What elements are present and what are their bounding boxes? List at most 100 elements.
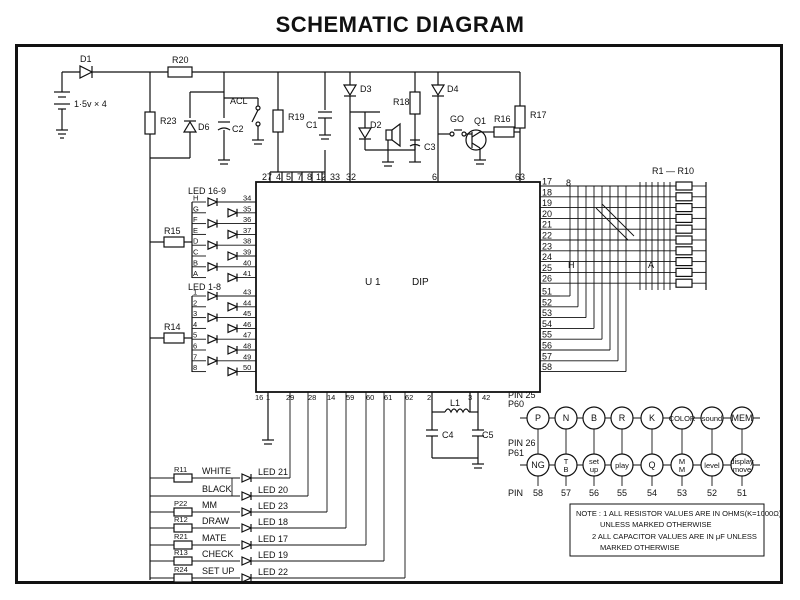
chip-pin-left: 45	[243, 309, 251, 318]
key-button[interactable]	[554, 406, 578, 430]
status-led-diode	[241, 573, 253, 583]
key-label: T	[564, 457, 569, 466]
keypad-pin-number: 56	[589, 488, 599, 498]
key-label: display	[730, 457, 754, 466]
label-h: H	[568, 260, 575, 270]
chip-pin-left: 47	[243, 331, 251, 340]
r15-label: R15	[164, 226, 181, 236]
key-button[interactable]	[526, 453, 550, 477]
go-label: GO	[450, 114, 464, 124]
key-button[interactable]	[582, 406, 606, 430]
chip-pin-left: 35	[243, 204, 251, 213]
diode-d6	[182, 120, 198, 133]
key-label: R	[619, 413, 626, 423]
key-button[interactable]	[670, 453, 694, 477]
chip-pin-top: 27	[262, 172, 272, 182]
r1-r10-label: R1 — R10	[652, 166, 694, 176]
button-label: MM	[202, 500, 217, 510]
battery-section: 1·5v × 4	[54, 71, 107, 139]
c2-label: C2	[232, 124, 244, 134]
status-led-label: LED 20	[258, 485, 288, 495]
key-button[interactable]	[730, 406, 754, 430]
key-button[interactable]	[610, 406, 634, 430]
status-led-label: LED 18	[258, 517, 288, 527]
r23-label: R23	[160, 116, 177, 126]
button-resistor	[173, 523, 193, 533]
button-label: WHITE	[202, 466, 231, 476]
key-button[interactable]	[582, 453, 606, 477]
chip-u1-label: U 1	[365, 277, 381, 288]
chip-pin-right: 53	[542, 308, 552, 318]
led-row-label: 6	[193, 342, 197, 351]
status-led-label: LED 19	[258, 550, 288, 560]
diode-d1: D1	[79, 54, 94, 79]
chip-pin-right: 24	[542, 252, 552, 262]
key-button[interactable]	[640, 453, 664, 477]
keypad-pin-number: 53	[677, 488, 687, 498]
note-line3: 2 ALL CAPACITOR VALUES ARE IN μF UNLESS	[592, 532, 757, 541]
right-resistor-matrix	[540, 181, 707, 373]
status-led-label: LED 21	[258, 467, 288, 477]
key-button[interactable]	[526, 406, 550, 430]
led-row-label: A	[193, 269, 198, 278]
chip-pin-bottom: 59	[346, 393, 354, 402]
key-label-line2: B	[563, 465, 568, 474]
r16-label: R16	[494, 114, 511, 124]
resistor-r10	[675, 278, 693, 288]
chip-u1	[255, 181, 541, 393]
key-label: NG	[531, 460, 545, 470]
button-resistor	[173, 473, 193, 483]
button-resistor-label: R11	[174, 465, 187, 474]
resistor-r17	[514, 105, 526, 129]
c1-label: C1	[306, 120, 318, 130]
keypad-row2-label: PIN 26	[508, 438, 536, 448]
chip-pin-left: 44	[243, 298, 251, 307]
key-label: M	[679, 457, 685, 466]
key-button[interactable]	[670, 406, 694, 430]
key-label: set	[589, 457, 600, 466]
chip-pin-left: 36	[243, 215, 251, 224]
key-button[interactable]	[700, 453, 724, 477]
resistor-r23	[144, 111, 156, 135]
key-label: N	[563, 413, 570, 423]
chip-pin-left: 38	[243, 237, 251, 246]
r14-label: R14	[164, 322, 181, 332]
status-led-diode	[241, 491, 253, 501]
resistor-r7	[675, 246, 693, 256]
chip-pin-right: 58	[542, 362, 552, 372]
key-button[interactable]	[610, 453, 634, 477]
led-row-label: 3	[193, 309, 197, 318]
chip-pin-right: 19	[542, 198, 552, 208]
key-label: COLOR	[669, 414, 696, 423]
key-button[interactable]	[640, 406, 664, 430]
resistor-r15	[163, 236, 185, 248]
status-led-diode	[241, 507, 253, 517]
keypad-pin-number: 52	[707, 488, 717, 498]
capacitor-c2	[217, 121, 231, 131]
speaker	[385, 122, 401, 148]
d6-label: D6	[198, 122, 210, 132]
button-label: SET UP	[202, 566, 234, 576]
led-diode	[207, 312, 219, 323]
led-diode	[207, 261, 219, 272]
chip-pin-left: 46	[243, 320, 251, 329]
chip-pin-right: 18	[542, 187, 552, 197]
key-button[interactable]	[730, 453, 754, 477]
led-diode	[227, 366, 239, 377]
r19-label: R19	[288, 112, 305, 122]
led-diode	[227, 229, 239, 240]
led-row-label: B	[193, 258, 198, 267]
keypad-pin-number: 58	[533, 488, 543, 498]
note-line2: UNLESS MARKED OTHERWISE	[600, 520, 712, 529]
led-row-label: 2	[193, 298, 197, 307]
note-line1: NOTE : 1 ALL RESISTOR VALUES ARE IN OHMS…	[576, 509, 782, 518]
led-row-label: E	[193, 226, 198, 235]
led-diode	[227, 272, 239, 283]
key-button[interactable]	[700, 406, 724, 430]
chip-pin-left: 48	[243, 342, 251, 351]
key-button[interactable]	[554, 453, 578, 477]
